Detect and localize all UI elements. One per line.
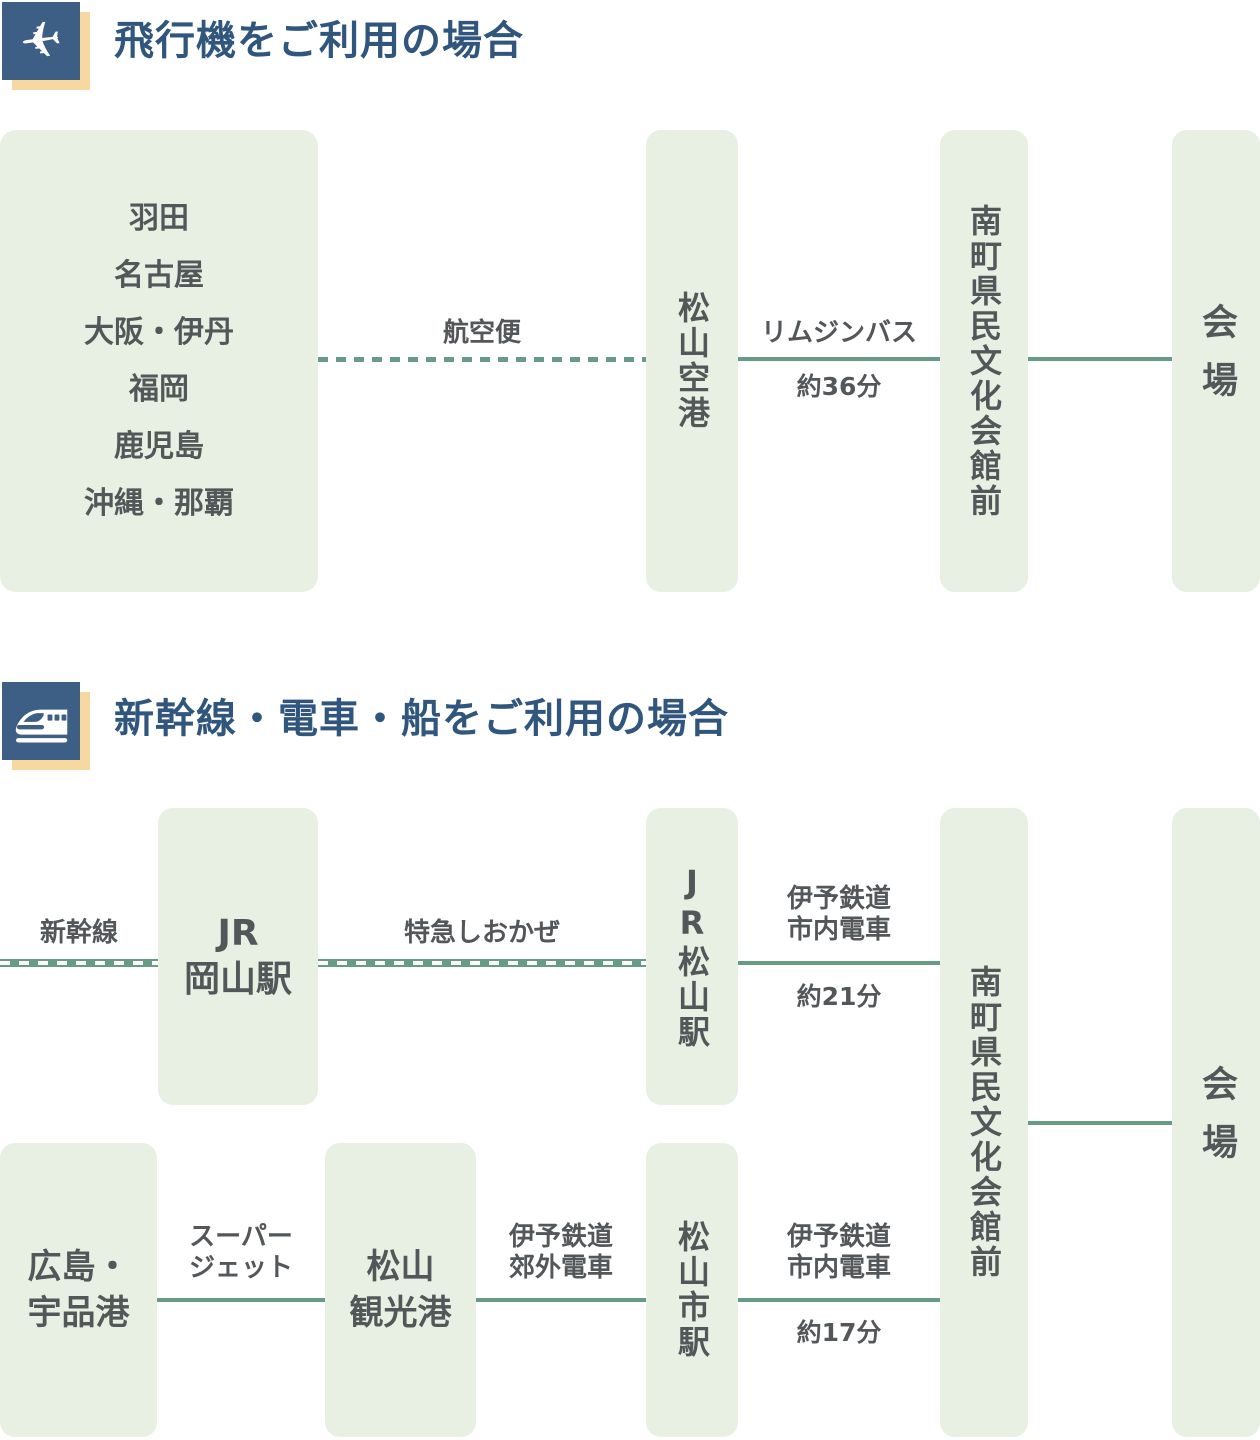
edge-tokkyu-shiokaze — [318, 959, 646, 967]
train-icon-badge — [2, 682, 92, 772]
node-label: 松山市駅 — [673, 1220, 711, 1360]
origin-airport: 鹿児島 — [114, 429, 204, 464]
node-label: 会場 — [1196, 1064, 1237, 1181]
node-hiroshima-ujina: 広島・ 宇品港 — [0, 1143, 157, 1437]
edge-time-tram21: 約21分 — [796, 982, 882, 1011]
node-label-line: 宇品港 — [27, 1293, 130, 1333]
edge-tram-21 — [738, 961, 940, 965]
node-venue-s1: 会場 — [1172, 130, 1260, 592]
node-label-line: 松山 — [366, 1247, 435, 1287]
origin-airport: 羽田 — [129, 201, 189, 236]
node-hall-front-s1: 南町県民文化会館前 — [940, 130, 1028, 592]
edge-air-route — [318, 357, 646, 362]
node-venue-s2: 会場 — [1172, 808, 1260, 1437]
node-label-line: 観光港 — [349, 1293, 452, 1333]
node-label-line: 広島・ — [27, 1247, 130, 1287]
node-label: 南町県民文化会館前 — [965, 203, 1003, 519]
node-matsuyama-shi: 松山市駅 — [646, 1143, 738, 1437]
edge-label-tram21: 伊予鉄道 市内電車 — [729, 884, 949, 946]
edge-walk-s1 — [1028, 357, 1172, 361]
node-label: 南町県民文化会館前 — [965, 965, 1003, 1280]
edge-label-line: 伊予鉄道 — [508, 1222, 613, 1252]
node-label: 会場 — [1196, 303, 1237, 419]
edge-superjet — [157, 1298, 325, 1302]
plane-takeoff-icon: ✈ — [2, 2, 80, 80]
edge-label-line: 市内電車 — [786, 915, 891, 945]
node-jr-matsuyama: JR松山駅 — [646, 808, 738, 1105]
edge-label-tokkyu: 特急しおかぜ — [403, 918, 560, 948]
edge-kogai-train — [476, 1298, 646, 1302]
node-matsuyama-airport: 松山空港 — [646, 130, 738, 592]
origin-airport: 沖縄・那覇 — [84, 486, 234, 521]
node-jr-okayama: JR 岡山駅 — [158, 808, 318, 1105]
edge-label-line: 市内電車 — [786, 1253, 891, 1283]
edge-label-line: ジェット — [188, 1253, 293, 1283]
edge-label-airline: 航空便 — [442, 318, 521, 348]
edge-limousine-bus — [738, 357, 940, 361]
node-matsuyama-kanko-port: 松山 観光港 — [325, 1143, 476, 1437]
node-label: 松山空港 — [673, 291, 711, 431]
origin-airport: 名古屋 — [114, 258, 204, 293]
edge-label-line: 伊予鉄道 — [786, 1222, 891, 1252]
node-label-line: 岡山駅 — [183, 958, 292, 1000]
node-label-line: JR — [217, 912, 259, 954]
node-label: JR松山駅 — [673, 863, 711, 1050]
edge-label-line: 郊外電車 — [508, 1253, 613, 1283]
edge-label-tram17: 伊予鉄道 市内電車 — [729, 1222, 949, 1284]
shinkansen-icon — [2, 682, 80, 760]
node-origin-airports: 羽田 名古屋 大阪・伊丹 福岡 鹿児島 沖縄・那覇 — [0, 130, 318, 592]
edge-label-line: 伊予鉄道 — [786, 884, 891, 914]
edge-time-limousine-bus: 約36分 — [796, 372, 882, 401]
origin-airport: 福岡 — [129, 372, 189, 407]
edge-shinkansen — [0, 959, 158, 967]
edge-walk-s2 — [1028, 1121, 1172, 1125]
section-title-plane: 飛行機をご利用の場合 — [114, 18, 524, 64]
edge-label-line: スーパー — [189, 1222, 293, 1252]
section-title-train: 新幹線・電車・船をご利用の場合 — [114, 696, 729, 742]
edge-tram-17 — [738, 1298, 940, 1302]
edge-label-limousine-bus: リムジンバス — [760, 318, 917, 348]
edge-label-superjet: スーパー ジェット — [131, 1222, 351, 1284]
origin-airport: 大阪・伊丹 — [84, 315, 234, 350]
plane-icon-badge: ✈ — [2, 2, 92, 92]
edge-time-tram17: 約17分 — [796, 1318, 882, 1347]
node-hall-front-s2: 南町県民文化会館前 — [940, 808, 1028, 1437]
edge-label-kogai: 伊予鉄道 郊外電車 — [451, 1222, 671, 1284]
shinkansen-glyph — [15, 709, 68, 743]
edge-label-shinkansen: 新幹線 — [39, 918, 118, 948]
plane-glyph: ✈ — [16, 9, 66, 73]
